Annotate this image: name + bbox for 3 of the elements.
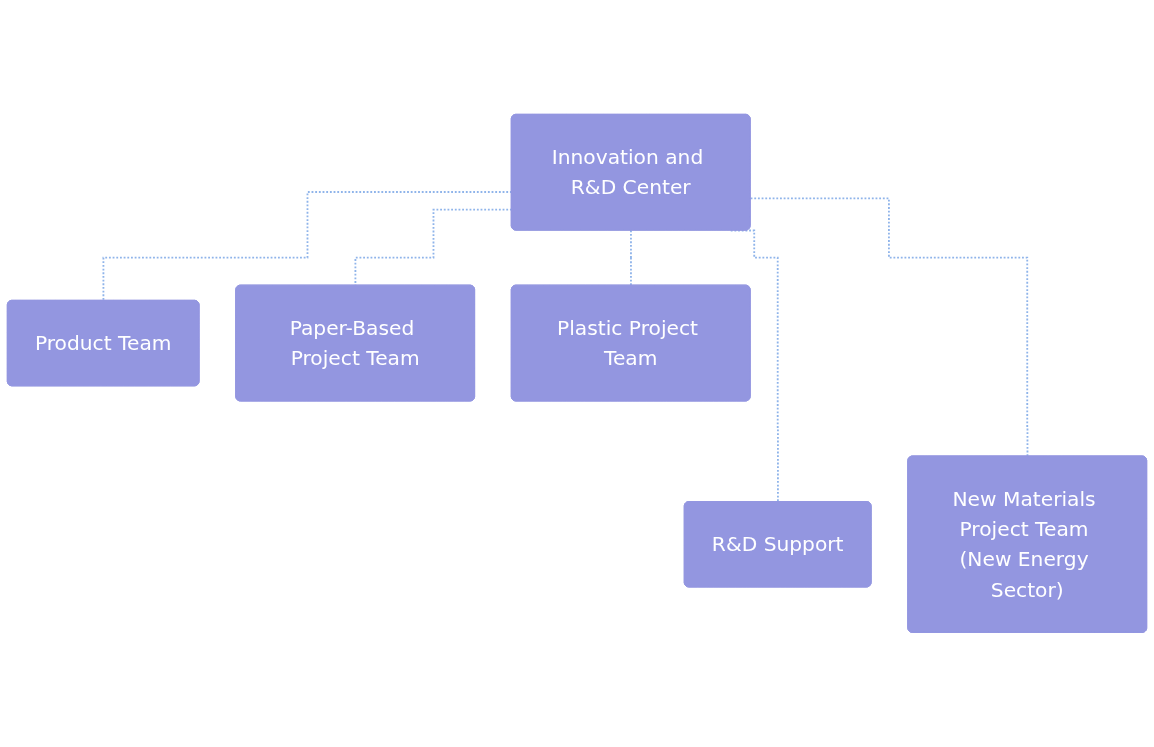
connector: [630, 229, 633, 287]
connector: [102, 191, 513, 302]
connector: [749, 197, 1029, 458]
